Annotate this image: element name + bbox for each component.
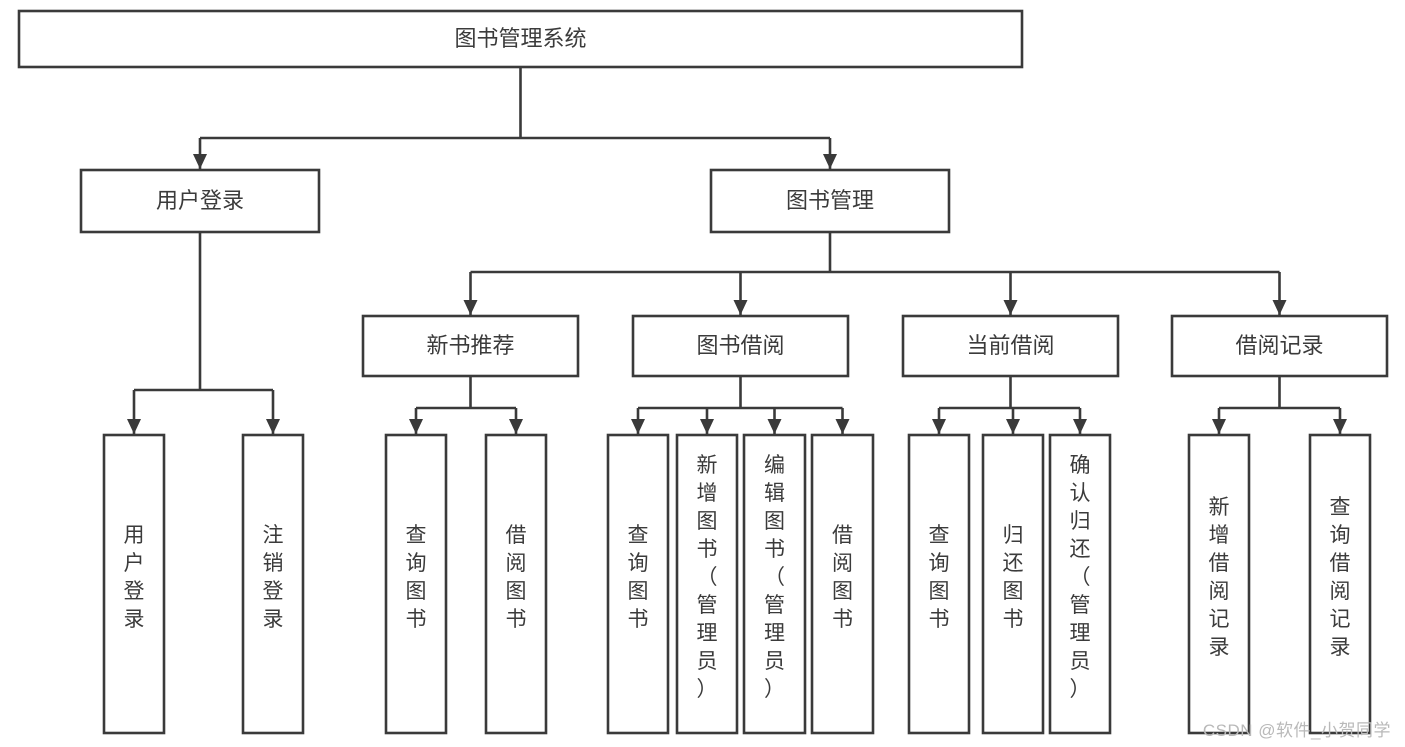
node-level3-0[interactable]: 新书推荐 bbox=[361, 314, 580, 378]
node-box bbox=[675, 433, 739, 735]
connector-arrowhead bbox=[193, 154, 207, 169]
connector-arrowhead bbox=[409, 419, 423, 434]
connector-arrowhead bbox=[733, 300, 748, 315]
node-level2-1[interactable]: 图书管理 bbox=[709, 168, 951, 234]
node-label: 当前借阅 bbox=[966, 333, 1054, 358]
node-box bbox=[606, 433, 670, 735]
node-level4-2[interactable]: 查询图书 bbox=[384, 433, 448, 735]
node-label: 借阅图书 bbox=[506, 524, 527, 631]
node-label: 查询图书 bbox=[929, 524, 950, 631]
node-label: 注销登录 bbox=[263, 524, 284, 631]
node-level4-11[interactable]: 新增借阅记录 bbox=[1187, 433, 1251, 735]
connector-arrowhead bbox=[700, 419, 714, 434]
connector-layer bbox=[127, 67, 1347, 434]
node-level4-1[interactable]: 注销登录 bbox=[241, 433, 305, 735]
node-box bbox=[1048, 433, 1112, 735]
node-box bbox=[102, 433, 166, 735]
node-level3-3[interactable]: 借阅记录 bbox=[1170, 314, 1389, 378]
connector-arrowhead bbox=[823, 154, 837, 169]
node-level4-7[interactable]: 借阅图书 bbox=[810, 433, 875, 735]
node-box bbox=[484, 433, 548, 735]
node-label: 借阅图书 bbox=[832, 524, 853, 631]
node-box bbox=[17, 9, 1024, 69]
node-box bbox=[742, 433, 807, 735]
node-level3-2[interactable]: 当前借阅 bbox=[901, 314, 1120, 378]
node-level4-4[interactable]: 查询图书 bbox=[606, 433, 670, 735]
node-box bbox=[241, 433, 305, 735]
node-box bbox=[901, 314, 1120, 378]
connector-arrowhead bbox=[835, 419, 850, 434]
node-box bbox=[907, 433, 971, 735]
node-label: 查询图书 bbox=[406, 524, 427, 631]
connector-arrowhead bbox=[509, 419, 523, 434]
node-label: 确认归还（管理员） bbox=[1070, 454, 1091, 701]
connector-arrowhead bbox=[767, 419, 782, 434]
node-label: 新增图书（管理员） bbox=[697, 454, 718, 701]
watermark-text: CSDN @软件_小贺同学 bbox=[1202, 721, 1391, 740]
node-label: 新增借阅记录 bbox=[1209, 496, 1230, 659]
node-label: 用户登录 bbox=[156, 188, 244, 213]
connector-arrowhead bbox=[1272, 300, 1287, 315]
node-label: 新书推荐 bbox=[426, 333, 514, 358]
node-level4-10[interactable]: 确认归还（管理员） bbox=[1048, 433, 1112, 735]
node-box bbox=[79, 168, 321, 234]
node-level4-8[interactable]: 查询图书 bbox=[907, 433, 971, 735]
node-level2-0[interactable]: 用户登录 bbox=[79, 168, 321, 234]
node-label: 借阅记录 bbox=[1235, 333, 1323, 358]
node-label: 图书管理 bbox=[786, 188, 874, 213]
connector-arrowhead bbox=[1212, 419, 1226, 434]
connector-arrowhead bbox=[1333, 419, 1347, 434]
node-label: 查询图书 bbox=[628, 524, 649, 631]
node-box bbox=[709, 168, 951, 234]
connector-arrowhead bbox=[266, 419, 280, 434]
connector-arrowhead bbox=[631, 419, 645, 434]
node-box bbox=[1187, 433, 1251, 735]
node-box bbox=[810, 433, 875, 735]
connector-arrowhead bbox=[1006, 419, 1020, 434]
node-box bbox=[1308, 433, 1372, 735]
connector-arrowhead bbox=[932, 419, 946, 434]
node-label: 用户登录 bbox=[124, 524, 145, 631]
node-level4-9[interactable]: 归还图书 bbox=[981, 433, 1045, 735]
node-label: 归还图书 bbox=[1003, 524, 1024, 631]
node-level4-6[interactable]: 编辑图书（管理员） bbox=[742, 433, 807, 735]
node-label: 图书管理系统 bbox=[454, 26, 586, 51]
node-level4-5[interactable]: 新增图书（管理员） bbox=[675, 433, 739, 735]
node-box bbox=[631, 314, 850, 378]
node-level3-1[interactable]: 图书借阅 bbox=[631, 314, 850, 378]
node-box bbox=[981, 433, 1045, 735]
node-box bbox=[361, 314, 580, 378]
node-box bbox=[1170, 314, 1389, 378]
node-label: 查询借阅记录 bbox=[1330, 496, 1351, 659]
node-label: 图书借阅 bbox=[696, 333, 784, 358]
node-box bbox=[384, 433, 448, 735]
connector-arrowhead bbox=[463, 300, 478, 315]
connector-arrowhead bbox=[127, 419, 141, 434]
connector-arrowhead bbox=[1073, 419, 1087, 434]
node-level4-12[interactable]: 查询借阅记录 bbox=[1308, 433, 1372, 735]
node-level4-0[interactable]: 用户登录 bbox=[102, 433, 166, 735]
node-label: 编辑图书（管理员） bbox=[764, 454, 785, 701]
node-layer: 图书管理系统用户登录图书管理新书推荐图书借阅当前借阅借阅记录用户登录注销登录查询… bbox=[17, 9, 1389, 735]
node-root[interactable]: 图书管理系统 bbox=[17, 9, 1024, 69]
connector-arrowhead bbox=[1003, 300, 1018, 315]
node-level4-3[interactable]: 借阅图书 bbox=[484, 433, 548, 735]
